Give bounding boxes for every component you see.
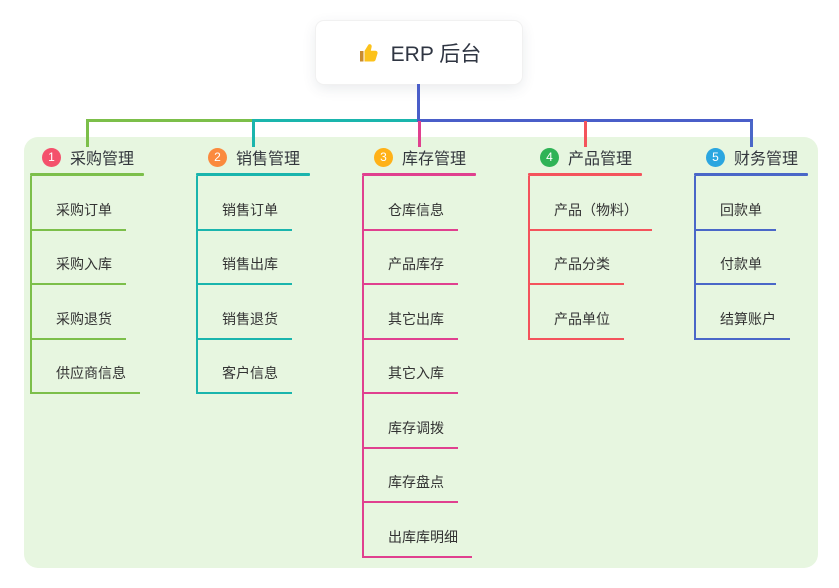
child-node-label: 付款单 (694, 254, 776, 285)
child-node: 采购订单 (30, 176, 190, 231)
branch-number-badge: 3 (374, 147, 393, 167)
branch-title-underline (196, 173, 310, 176)
branch-header: 4 产品管理 (528, 145, 688, 169)
child-node-label: 其它出库 (362, 309, 458, 340)
child-node: 库存调拨 (362, 394, 522, 449)
branch-spine-line (362, 176, 364, 558)
child-node: 回款单 (694, 176, 839, 231)
background-panel (24, 137, 818, 568)
rail-segment-branch-5 (417, 119, 753, 122)
branch-title: 库存管理 (402, 151, 467, 168)
child-node-label: 产品分类 (528, 254, 624, 285)
child-node-label: 仓库信息 (362, 200, 458, 231)
child-node-label: 结算账户 (694, 309, 790, 340)
child-node: 产品（物料） (528, 176, 688, 231)
child-node: 供应商信息 (30, 340, 190, 394)
branch-title-underline (694, 173, 808, 176)
branch-title-underline (528, 173, 642, 176)
branch-2: 2 销售管理销售订单销售出库销售退货客户信息 (196, 145, 356, 394)
branch-header: 5 财务管理 (694, 145, 839, 169)
branch-3: 3 库存管理仓库信息产品库存其它出库其它入库库存调拨库存盘点出库库明细 (362, 145, 522, 558)
branch-header: 1 采购管理 (30, 145, 190, 169)
child-node-label: 采购退货 (30, 309, 126, 340)
branch-spine-line (196, 176, 198, 394)
branch-children: 回款单付款单结算账户 (694, 176, 839, 340)
branch-title: 销售管理 (236, 151, 301, 168)
child-node-label: 采购入库 (30, 254, 126, 285)
branch-spine-line (694, 176, 696, 340)
child-node: 客户信息 (196, 340, 356, 394)
branch-children: 销售订单销售出库销售退货客户信息 (196, 176, 356, 394)
child-node: 销售订单 (196, 176, 356, 231)
child-node-label: 客户信息 (196, 363, 292, 394)
branch-header: 3 库存管理 (362, 145, 522, 169)
child-node-label: 销售退货 (196, 309, 292, 340)
child-node: 产品单位 (528, 285, 688, 340)
child-node: 付款单 (694, 231, 839, 285)
child-node-label: 产品库存 (362, 254, 458, 285)
child-node: 结算账户 (694, 285, 839, 340)
child-node: 仓库信息 (362, 176, 522, 231)
branch-connector-drop (750, 121, 753, 147)
child-node-label: 供应商信息 (30, 363, 140, 394)
branch-children: 仓库信息产品库存其它出库其它入库库存调拨库存盘点出库库明细 (362, 176, 522, 558)
child-node-label: 库存调拨 (362, 418, 458, 449)
rail-segment-branch-1 (86, 119, 252, 122)
child-node: 产品库存 (362, 231, 522, 285)
branch-number-badge: 2 (208, 147, 227, 167)
branch-number-badge: 5 (706, 147, 725, 167)
root-node-label: ERP 后台 (390, 42, 482, 66)
branch-number-badge: 1 (42, 147, 61, 167)
branch-5: 5 财务管理回款单付款单结算账户 (694, 145, 839, 340)
child-node-label: 销售出库 (196, 254, 292, 285)
child-node-label: 产品（物料） (528, 200, 652, 231)
trunk-line-vertical (417, 84, 420, 122)
child-node: 产品分类 (528, 231, 688, 285)
rail-segment-branch-2 (252, 119, 419, 122)
branch-connector-drop (86, 121, 89, 147)
child-node: 其它出库 (362, 285, 522, 340)
branch-connector-drop (418, 121, 421, 147)
branch-4: 4 产品管理产品（物料） 产品分类产品单位 (528, 145, 688, 340)
branch-title: 财务管理 (734, 151, 799, 168)
branch-connector-drop (584, 121, 587, 147)
child-node-label: 产品单位 (528, 309, 624, 340)
child-node: 其它入库 (362, 340, 522, 394)
branch-children: 采购订单采购入库采购退货供应商信息 (30, 176, 190, 394)
child-node-label: 出库库明细 (362, 527, 472, 558)
child-node-label: 回款单 (694, 200, 776, 231)
branch-connector-drop (252, 121, 255, 147)
child-node: 采购退货 (30, 285, 190, 340)
branch-spine-line (30, 176, 32, 394)
child-node: 销售出库 (196, 231, 356, 285)
branch-number-badge: 4 (540, 147, 559, 167)
branch-title-underline (30, 173, 144, 176)
root-node: ERP 后台 (316, 21, 522, 84)
branch-title-underline (362, 173, 476, 176)
child-node: 库存盘点 (362, 449, 522, 503)
thumbs-up-icon (359, 43, 378, 61)
child-node: 出库库明细 (362, 503, 522, 558)
branch-title: 产品管理 (568, 151, 633, 168)
child-node-label: 其它入库 (362, 363, 458, 394)
child-node: 销售退货 (196, 285, 356, 340)
child-node-label: 采购订单 (30, 200, 126, 231)
child-node: 采购入库 (30, 231, 190, 285)
branch-spine-line (528, 176, 530, 340)
child-node-label: 销售订单 (196, 200, 292, 231)
branch-header: 2 销售管理 (196, 145, 356, 169)
branch-title: 采购管理 (70, 151, 135, 168)
child-node-label: 库存盘点 (362, 472, 458, 503)
branch-1: 1 采购管理采购订单采购入库采购退货供应商信息 (30, 145, 190, 394)
branch-children: 产品（物料） 产品分类产品单位 (528, 176, 688, 340)
